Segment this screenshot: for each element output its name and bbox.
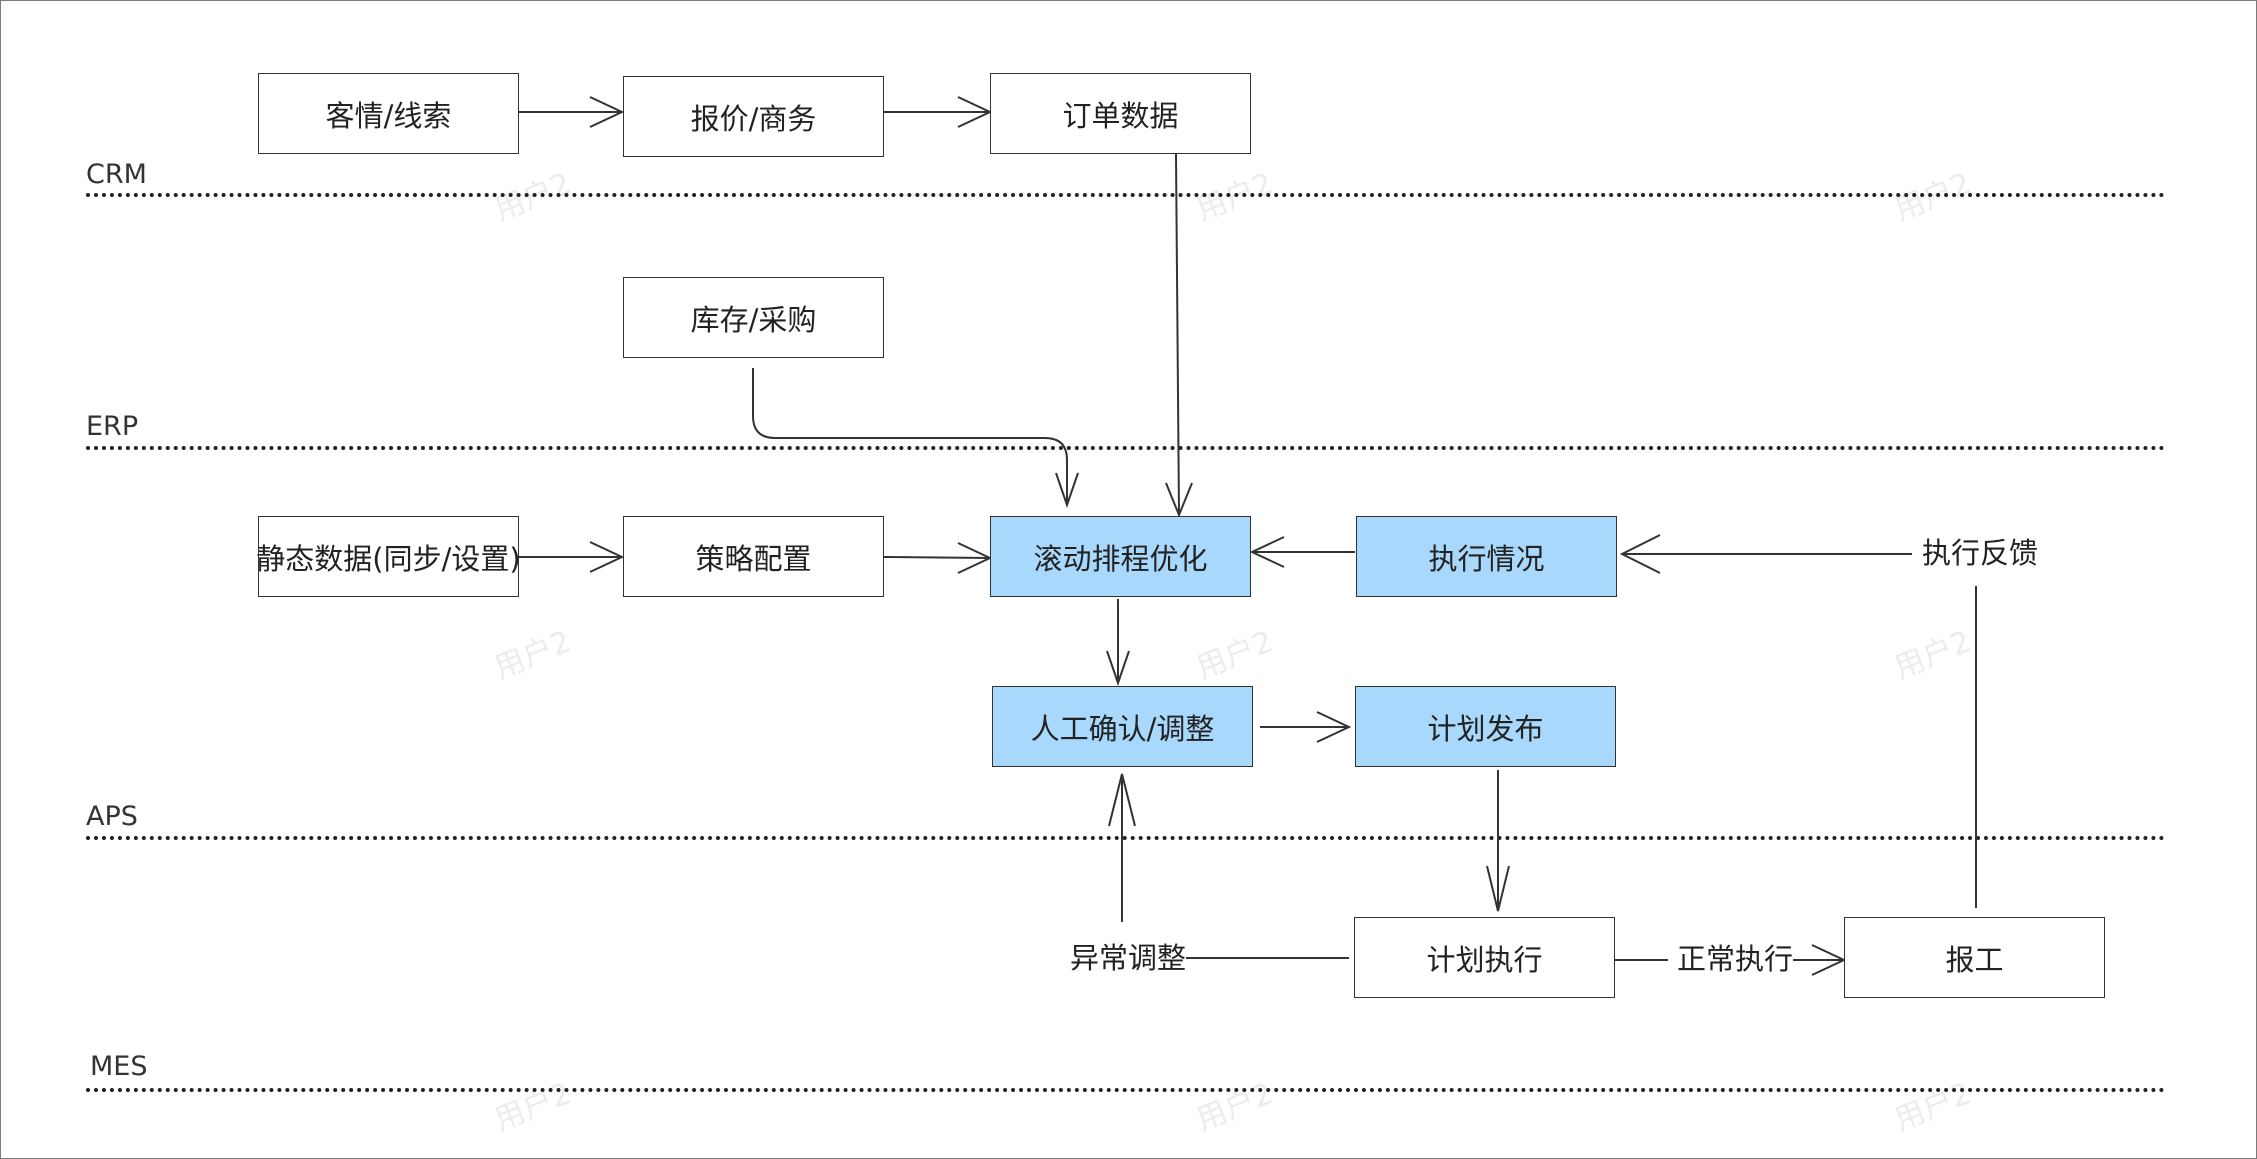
arrowhead <box>1316 711 1352 743</box>
edge-label-execution-feedback: 执行反馈 <box>1922 533 2039 573</box>
node-execution-status: 执行情况 <box>1356 516 1617 597</box>
lane-label-crm: CRM <box>86 159 147 190</box>
edge-order-to-schedule <box>1175 153 1180 516</box>
node-static-data: 静态数据(同步/设置) <box>256 516 521 597</box>
arrowhead <box>1249 536 1285 568</box>
node-plan-execution: 计划执行 <box>1354 917 1615 998</box>
node-order-data: 订单数据 <box>990 73 1251 154</box>
edge-label-normal-execution: 正常执行 <box>1677 939 1794 979</box>
lane-divider-erp <box>86 446 2166 450</box>
arrowhead <box>1619 534 1661 574</box>
arrowhead <box>1165 482 1193 518</box>
arrowhead <box>589 541 625 573</box>
node-strategy-config: 策略配置 <box>623 516 884 597</box>
node-quote-business: 报价/商务 <box>623 76 884 157</box>
node-customer-leads: 客情/线索 <box>258 73 519 154</box>
arrowhead <box>589 96 625 128</box>
lane-divider-aps <box>86 836 2166 840</box>
node-inventory-purchase: 库存/采购 <box>623 277 884 358</box>
node-work-report: 报工 <box>1844 917 2105 998</box>
edge-inventory-to-schedule <box>752 368 1068 505</box>
node-rolling-schedule: 滚动排程优化 <box>990 516 1251 597</box>
arrowhead <box>1055 472 1079 509</box>
lane-label-erp: ERP <box>86 411 139 442</box>
arrowhead <box>1486 865 1510 912</box>
lane-label-aps: APS <box>86 801 138 832</box>
lane-divider-mes <box>86 1088 2166 1092</box>
arrowhead <box>1108 773 1136 827</box>
node-manual-confirm: 人工确认/调整 <box>992 686 1253 767</box>
lane-divider-crm <box>86 193 2166 197</box>
lane-label-mes: MES <box>90 1051 148 1082</box>
edge-strategy-to-schedule <box>883 556 991 559</box>
edge-label-exception-adjust: 异常调整 <box>1070 938 1187 978</box>
node-plan-release: 计划发布 <box>1355 686 1616 767</box>
arrowhead <box>1106 650 1130 687</box>
